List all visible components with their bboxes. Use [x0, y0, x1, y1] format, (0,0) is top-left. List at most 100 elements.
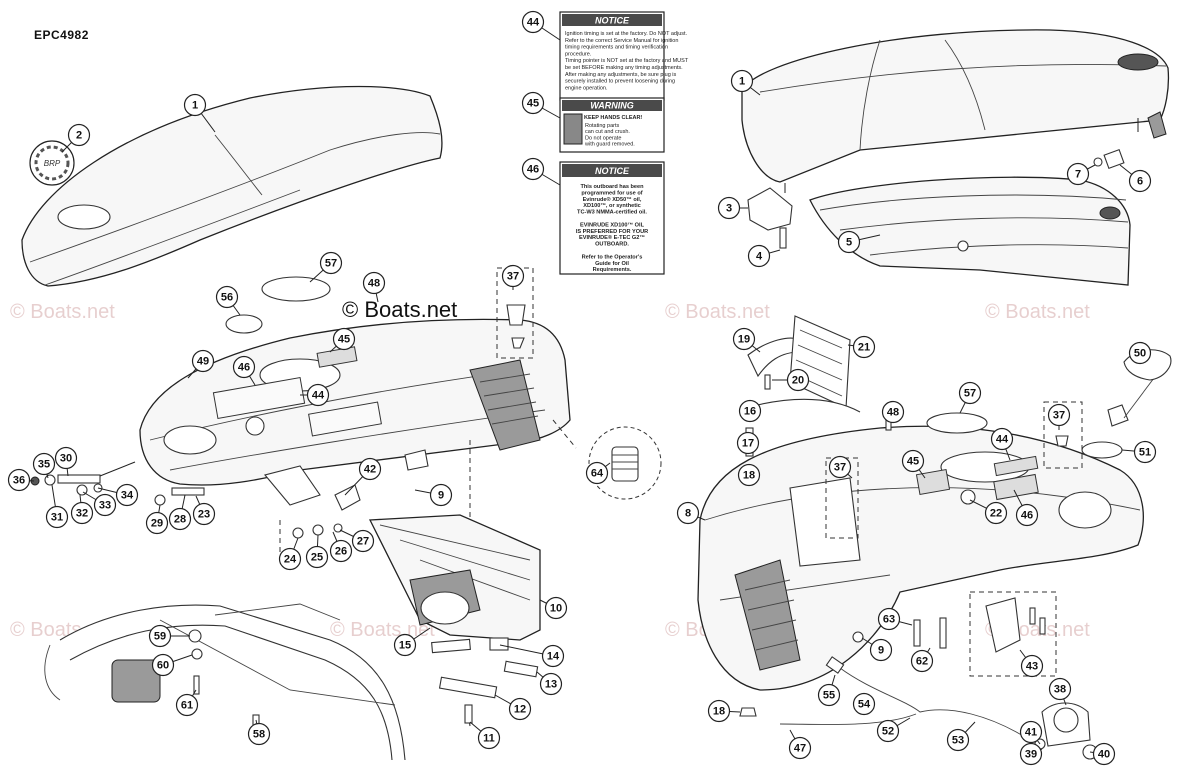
- callout-circle: [984, 501, 1008, 525]
- decal-line: timing requirements and timing verificat…: [565, 45, 668, 51]
- watermark-main: © Boats.net: [342, 297, 457, 322]
- callout-55: 55: [817, 674, 841, 707]
- callout-29: 29: [145, 504, 169, 535]
- decal-line: securely installed to prevent loosening …: [565, 79, 675, 85]
- callout-circle: [946, 728, 970, 752]
- decal-line: IS PREFERRED FOR YOUR: [576, 229, 648, 235]
- cowl-liner: [809, 176, 1131, 286]
- callout-12: 12: [494, 694, 532, 721]
- callout-circle: [501, 264, 525, 288]
- callout-circle: [148, 624, 172, 648]
- decal-line: OUTBOARD.: [595, 242, 629, 248]
- callout-number: 33: [99, 500, 111, 512]
- callout-47: 47: [788, 729, 812, 760]
- callout-circle: [358, 457, 382, 481]
- callout-number: 48: [887, 407, 899, 419]
- callout-circle: [192, 502, 216, 526]
- callout-42: 42: [344, 457, 382, 496]
- gasket-ring: [225, 314, 263, 334]
- callout-number: 23: [198, 509, 210, 521]
- callout-circle: [429, 483, 453, 507]
- callout-9: 9: [861, 637, 893, 662]
- callout-number: 24: [284, 554, 297, 566]
- callout-circle: [876, 719, 900, 743]
- callout-number: 5: [846, 237, 852, 249]
- callout-number: 39: [1025, 749, 1037, 761]
- callout-24: 24: [278, 537, 302, 571]
- callout-number: 21: [858, 342, 870, 354]
- decal-heading: WARNING: [590, 101, 634, 111]
- decal-line: XD100™, or synthetic: [583, 203, 641, 209]
- callout-circle: [191, 349, 215, 373]
- callout-number: 4: [756, 251, 763, 263]
- callout-1: 1: [183, 93, 216, 133]
- callout-35: 35: [32, 452, 56, 479]
- decal-line: Refer to the correct Service Manual for …: [565, 38, 678, 44]
- callout-number: 8: [685, 508, 691, 520]
- callout-number: 60: [157, 660, 169, 672]
- callout-number: 34: [121, 490, 134, 502]
- callout-number: 14: [547, 651, 560, 663]
- callout-number: 40: [1098, 749, 1110, 761]
- callout-33: 33: [82, 491, 117, 517]
- callout-number: 48: [368, 278, 380, 290]
- mount-frame: [44, 603, 406, 761]
- callout-57: 57: [958, 381, 982, 414]
- callout-circle: [732, 327, 756, 351]
- callout-circle: [544, 596, 568, 620]
- callout-48: 48: [362, 271, 386, 303]
- callout-circle: [707, 699, 731, 723]
- diagram-code: EPC4982: [34, 28, 89, 42]
- callout-circle: [1020, 654, 1044, 678]
- callout-circle: [881, 400, 905, 424]
- callout-circle: [1128, 169, 1152, 193]
- callout-52: 52: [876, 717, 911, 743]
- watermark-text: © Boats.net: [665, 301, 770, 323]
- callout-46: 46: [232, 355, 256, 386]
- callout-21: 21: [847, 335, 876, 359]
- callout-number: 17: [742, 438, 754, 450]
- callout-number: 28: [174, 514, 186, 526]
- callout-number: 61: [181, 700, 193, 712]
- callout-54: 54: [852, 692, 876, 716]
- callout-3: 3: [717, 196, 748, 220]
- callout-36: 36: [7, 468, 35, 492]
- callout-57: 57: [309, 251, 343, 283]
- callout-number: 44: [996, 434, 1009, 446]
- callout-number: 18: [743, 470, 755, 482]
- callout-number: 37: [834, 462, 846, 474]
- callout-38: 38: [1048, 677, 1072, 706]
- callout-circle: [175, 693, 199, 717]
- callout-circle: [183, 93, 207, 117]
- callout-18: 18: [707, 699, 741, 723]
- callout-number: 62: [916, 656, 928, 668]
- callout-circle: [585, 461, 609, 485]
- callout-number: 16: [744, 406, 756, 418]
- decal-notice-44: NOTICE Ignition timing is set at the fac…: [559, 11, 689, 101]
- callout-63: 63: [877, 607, 913, 631]
- callout-number: 13: [545, 679, 557, 691]
- callout-circle: [910, 649, 934, 673]
- air-duct: [368, 514, 541, 727]
- callout-number: 45: [338, 334, 350, 346]
- callout-5: 5: [837, 230, 881, 254]
- callout-circle: [168, 507, 192, 531]
- callout-circle: [852, 692, 876, 716]
- decal-line: Rotating parts: [585, 123, 619, 129]
- callout-20: 20: [772, 368, 810, 392]
- callout-64: 64: [585, 461, 611, 485]
- callout-39: 39: [1019, 742, 1043, 766]
- callout-circle: [521, 157, 545, 181]
- kit-box: [969, 591, 1057, 677]
- callout-circle: [319, 251, 343, 275]
- callout-16: 16: [738, 399, 762, 423]
- callout-number: 49: [197, 356, 209, 368]
- top-cowl-left: [21, 85, 443, 287]
- callout-number: 2: [76, 130, 82, 142]
- decal-line: engine operation.: [565, 85, 608, 91]
- callout-number: 44: [527, 17, 540, 29]
- hose-assembly: [779, 656, 1098, 760]
- callout-circle: [877, 607, 901, 631]
- callout-circle: [990, 427, 1014, 451]
- callout-circle: [67, 123, 91, 147]
